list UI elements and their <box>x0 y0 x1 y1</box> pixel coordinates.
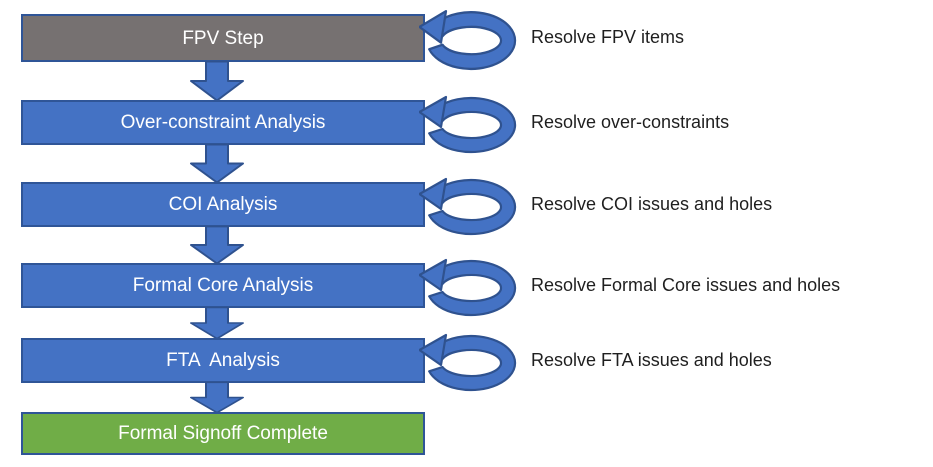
step-box-formal-core-analysis: Formal Core Analysis <box>21 263 425 308</box>
step-box-formal-signoff-complete: Formal Signoff Complete <box>21 412 425 455</box>
step-box-coi-analysis: COI Analysis <box>21 182 425 227</box>
step-box-label: FTA Analysis <box>166 350 280 371</box>
loop-arrow-icon <box>419 177 517 236</box>
loop-annotation: Resolve FPV items <box>531 27 685 48</box>
step-box-fta-analysis: FTA Analysis <box>21 338 425 383</box>
loop-annotation: Resolve over-constraints <box>531 111 730 132</box>
down-arrow-icon <box>190 226 244 264</box>
loop-annotation: Resolve Formal Core issues and holes <box>531 274 841 295</box>
step-box-label: Formal Core Analysis <box>132 275 314 296</box>
step-box-over-constraint-analysis: Over-constraint Analysis <box>21 100 425 145</box>
loop-arrow-icon <box>419 333 517 392</box>
down-arrow-icon <box>190 61 244 101</box>
down-arrow-icon <box>190 382 244 413</box>
loop-arrow-icon <box>419 95 517 154</box>
loop-arrow-icon <box>419 258 517 317</box>
step-box-label: FPV Step <box>182 27 264 49</box>
down-arrow-icon <box>190 307 244 339</box>
loop-arrow-icon <box>419 9 517 71</box>
loop-annotation: Resolve FTA issues and holes <box>531 349 772 370</box>
down-arrow-icon <box>190 144 244 183</box>
step-box-label: COI Analysis <box>168 194 278 215</box>
step-box-fpv-step: FPV Step <box>21 14 425 62</box>
step-box-label: Over-constraint Analysis <box>120 112 326 133</box>
loop-annotation: Resolve COI issues and holes <box>531 193 773 214</box>
step-box-label: Formal Signoff Complete <box>118 423 328 444</box>
